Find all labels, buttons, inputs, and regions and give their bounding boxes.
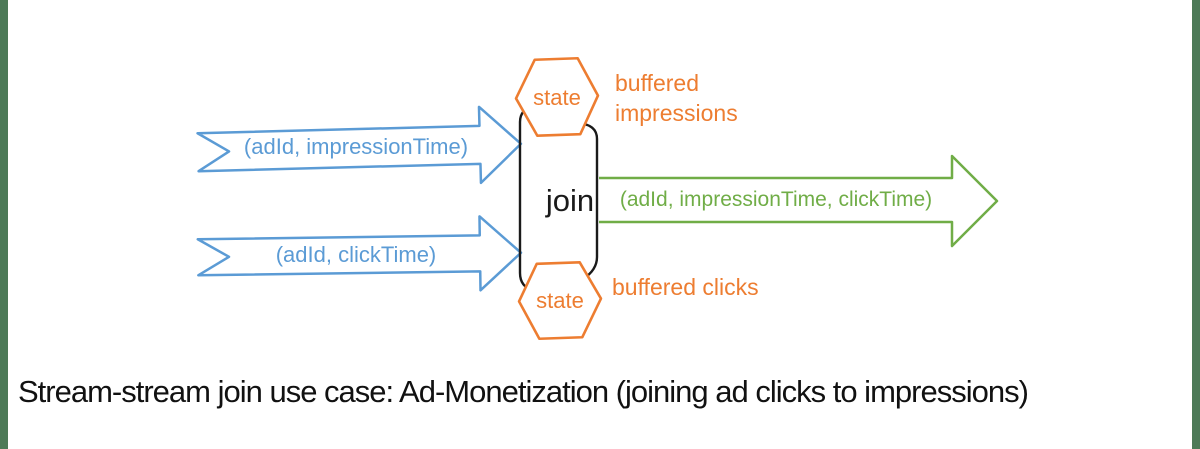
impressions-stream-arrow-shape — [196, 105, 523, 185]
state-hexagon-top — [514, 56, 600, 138]
clicks-stream-label: (adId, clickTime) — [275, 242, 437, 267]
join-bracket-right — [581, 122, 599, 281]
state-hexagon-bottom — [517, 260, 603, 341]
state-top-label: state — [533, 85, 581, 110]
join-label: join — [545, 183, 595, 218]
left-border — [0, 0, 8, 449]
output-stream-label: (adId, impressionTime, clickTime) — [619, 188, 933, 211]
clicks-stream-arrow-shape — [196, 215, 523, 292]
state-bottom-label: state — [536, 288, 584, 313]
buffered-clicks-label: buffered clicks — [612, 274, 759, 300]
buffered-impressions-label: buffered impressions — [615, 70, 738, 126]
caption: Stream-stream join use case: Ad-Monetiza… — [18, 374, 1029, 409]
output-stream-arrow-shape — [599, 154, 999, 248]
right-border — [1192, 0, 1200, 449]
impressions-stream-label: (adId, impressionTime) — [243, 134, 469, 159]
